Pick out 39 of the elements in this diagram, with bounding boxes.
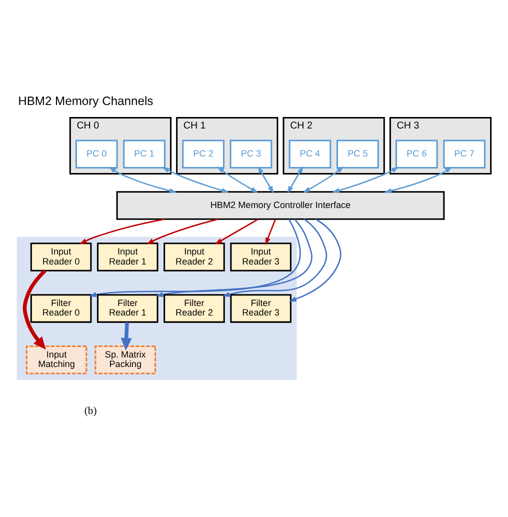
arrow xyxy=(108,166,177,194)
node-box: Filter Reader 1 xyxy=(96,294,158,323)
arrow xyxy=(214,218,258,244)
arrow xyxy=(146,218,218,244)
node-box: Sp. Matrix Packing xyxy=(94,346,156,374)
arrow xyxy=(217,166,258,193)
node-box: PC 3 xyxy=(230,140,272,168)
node-box: Input Reader 0 xyxy=(30,242,92,272)
node-box: HBM2 Memory Controller Interface xyxy=(116,191,445,220)
diagram-title: HBM2 Memory Channels xyxy=(18,94,154,108)
node-box: Filter Reader 3 xyxy=(230,294,292,323)
arrow xyxy=(265,219,276,245)
node-box: PC 6 xyxy=(396,140,438,168)
arrow xyxy=(156,218,312,298)
arrow xyxy=(120,322,132,351)
node-box: PC 5 xyxy=(336,140,379,168)
node-box: PC 0 xyxy=(75,140,118,168)
arrow xyxy=(287,166,304,194)
node-box: PC 4 xyxy=(288,140,332,168)
arrow xyxy=(258,166,274,194)
arrow xyxy=(89,218,301,298)
caption: (b) xyxy=(84,406,97,418)
node-box: Filter Reader 0 xyxy=(30,294,92,323)
arrow xyxy=(162,166,229,193)
node-box: PC 2 xyxy=(182,140,224,168)
arrow xyxy=(384,166,452,194)
node-box: Filter Reader 2 xyxy=(164,294,225,323)
arrow xyxy=(302,166,344,193)
node-box: Input Matching xyxy=(26,346,88,374)
node-box: Input Reader 3 xyxy=(230,242,292,272)
node-box: Input Reader 2 xyxy=(164,242,225,272)
node-box: PC 7 xyxy=(443,140,486,168)
node-box: Input Reader 1 xyxy=(96,242,158,272)
node-box: PC 1 xyxy=(123,140,166,168)
arrow xyxy=(288,218,342,302)
arrow xyxy=(332,166,399,193)
arrow xyxy=(222,218,328,297)
arrow xyxy=(79,218,165,244)
arrow xyxy=(22,269,46,350)
